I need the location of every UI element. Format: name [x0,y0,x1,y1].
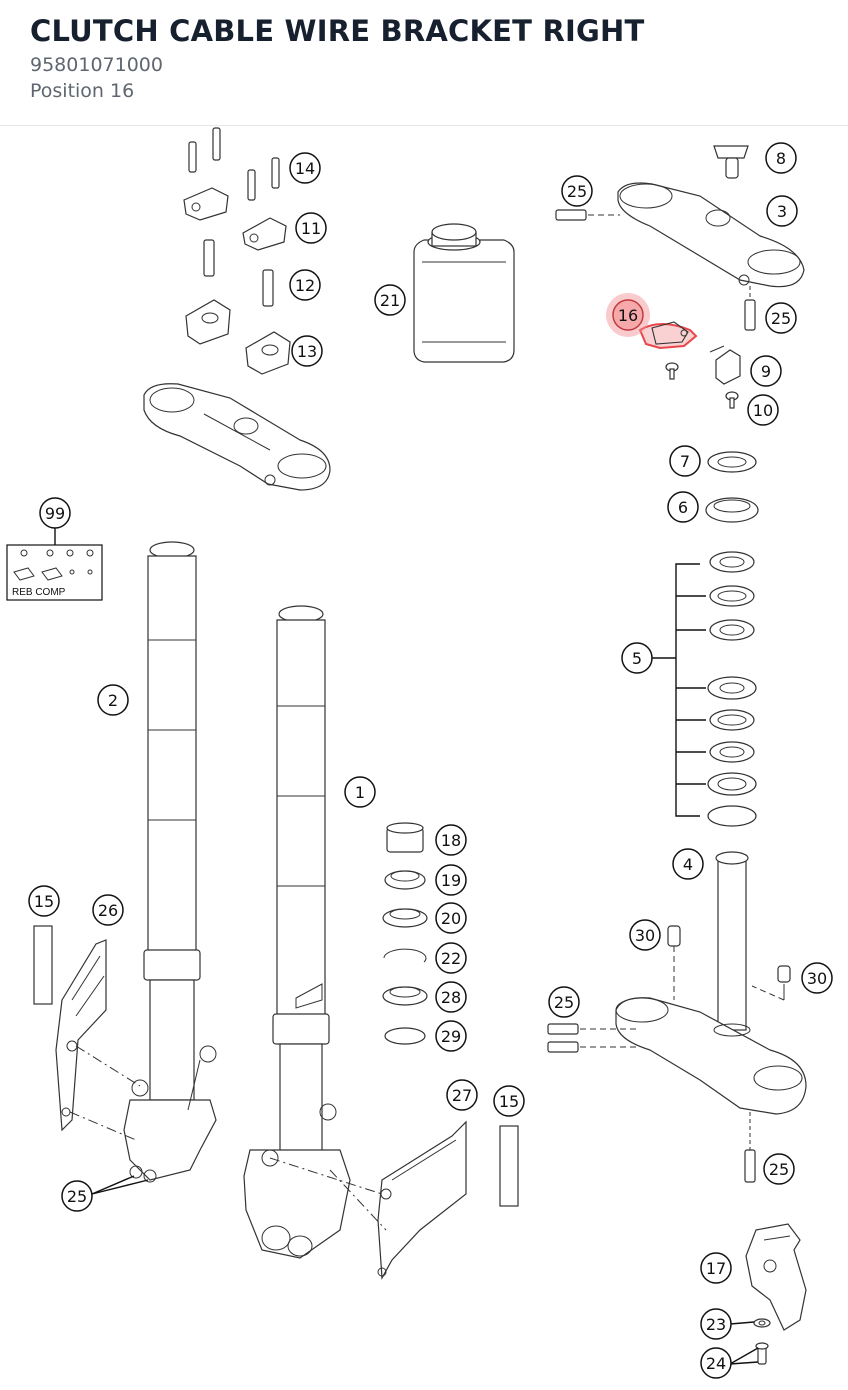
fork-guard [745,1223,807,1365]
svg-text:10: 10 [753,401,773,420]
callout-25-bottom[interactable]: 25 [763,1153,795,1185]
callout-5[interactable]: 5 [621,642,653,674]
svg-text:15: 15 [499,1092,519,1111]
svg-text:16: 16 [618,306,638,325]
svg-text:21: 21 [380,291,400,310]
svg-text:15: 15 [34,892,54,911]
callout-20[interactable]: 20 [435,902,467,934]
callout-2[interactable]: 2 [97,684,129,716]
part-title: CLUTCH CABLE WIRE BRACKET RIGHT [30,14,645,48]
clutch-cable-bracket-highlight[interactable] [638,321,698,350]
fork-leg-right [243,605,351,1259]
svg-text:18: 18 [441,831,461,850]
callout-9[interactable]: 9 [750,355,782,387]
svg-text:28: 28 [441,988,461,1007]
callout-14[interactable]: 14 [289,152,321,184]
callouts: 14 11 12 13 21 25 8 3 16 25 9 10 7 6 99 … [28,142,833,1379]
svg-text:3: 3 [777,202,787,221]
svg-text:23: 23 [706,1315,726,1334]
callout-23[interactable]: 23 [700,1308,732,1340]
part-header: CLUTCH CABLE WIRE BRACKET RIGHT 95801071… [0,0,848,126]
svg-text:26: 26 [98,901,118,920]
svg-text:11: 11 [301,219,321,238]
callout-15-left[interactable]: 15 [28,885,60,917]
callout-8[interactable]: 8 [765,142,797,174]
svg-text:25: 25 [554,993,574,1012]
callout-30-right[interactable]: 30 [801,962,833,994]
callout-22[interactable]: 22 [435,942,467,974]
callout-25-top[interactable]: 25 [561,175,593,207]
callout-16[interactable]: 16 [606,293,650,337]
callout-10[interactable]: 10 [747,394,779,426]
callout-7[interactable]: 7 [669,445,701,477]
callout-25-right[interactable]: 25 [765,302,797,334]
fork-leg-left [123,541,217,1183]
sensor-bracket-left [33,925,141,1141]
callout-12[interactable]: 12 [289,269,321,301]
svg-text:6: 6 [678,498,688,517]
svg-text:25: 25 [567,182,587,201]
adjuster-kit: REB COMP [6,528,103,601]
svg-text:5: 5 [632,649,642,668]
callout-25-lower-clamp[interactable]: 25 [548,986,580,1018]
svg-text:22: 22 [441,949,461,968]
svg-text:1: 1 [355,783,365,802]
svg-text:14: 14 [295,159,315,178]
callout-29[interactable]: 29 [435,1020,467,1052]
steering-bearings [652,451,759,827]
svg-text:8: 8 [776,149,786,168]
svg-text:17: 17 [706,1259,726,1278]
sensor-bracket-right [269,1120,519,1281]
svg-text:30: 30 [635,926,655,945]
part-number: 95801071000 [30,54,163,76]
callout-15-right[interactable]: 15 [493,1085,525,1117]
callout-26[interactable]: 26 [92,894,124,926]
callout-11[interactable]: 11 [295,212,327,244]
lower-triple-clamp [547,851,807,1183]
svg-text:2: 2 [108,691,118,710]
callout-3[interactable]: 3 [766,195,798,227]
svg-text:20: 20 [441,909,461,928]
callout-25-fork[interactable]: 25 [61,1180,93,1212]
svg-text:30: 30 [807,969,827,988]
callout-21[interactable]: 21 [374,284,406,316]
callout-leaders [91,1175,759,1365]
fork-seals [382,822,428,1045]
upper-triple-clamp-right [555,145,805,409]
callout-6[interactable]: 6 [667,491,699,523]
callout-19[interactable]: 19 [435,864,467,896]
callout-30-left[interactable]: 30 [629,919,661,951]
svg-text:29: 29 [441,1027,461,1046]
callout-18[interactable]: 18 [435,824,467,856]
svg-text:12: 12 [295,276,315,295]
svg-text:24: 24 [706,1354,726,1373]
handlebar-clamp-group [143,127,331,491]
callout-24[interactable]: 24 [700,1347,732,1379]
svg-text:99: 99 [45,504,65,523]
oil-bottle [413,223,515,363]
callout-28[interactable]: 28 [435,981,467,1013]
callout-17[interactable]: 17 [700,1252,732,1284]
svg-text:9: 9 [761,362,771,381]
svg-text:19: 19 [441,871,461,890]
callout-27[interactable]: 27 [446,1079,478,1111]
svg-text:25: 25 [67,1187,87,1206]
callout-4[interactable]: 4 [672,848,704,880]
callout-99[interactable]: 99 [39,497,71,529]
svg-text:25: 25 [769,1160,789,1179]
svg-text:13: 13 [297,342,317,361]
part-position: Position 16 [30,80,135,102]
callout-1[interactable]: 1 [344,776,376,808]
svg-text:25: 25 [771,309,791,328]
svg-text:4: 4 [683,855,693,874]
kit-label: REB COMP [12,587,66,598]
svg-text:7: 7 [680,452,690,471]
svg-text:27: 27 [452,1086,472,1105]
callout-13[interactable]: 13 [291,335,323,367]
exploded-parts-diagram: REB COMP [6,127,833,1379]
